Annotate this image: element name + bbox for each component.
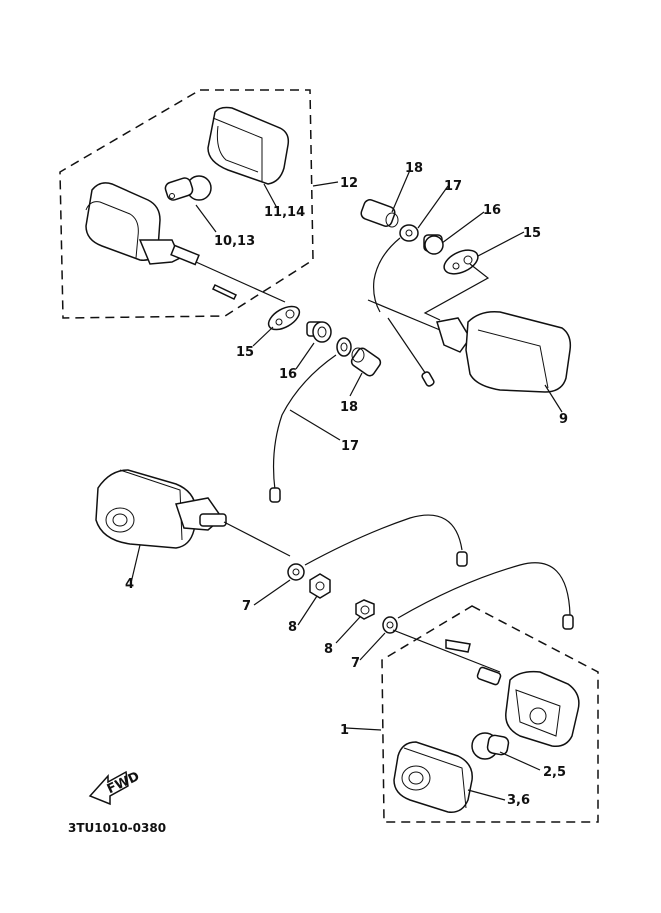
label-8-lower: 8 xyxy=(324,642,333,657)
label-3-6: 3,6 xyxy=(507,793,530,808)
label-17-left: 17 xyxy=(341,439,359,454)
wire-7-upper xyxy=(287,514,468,581)
label-1: 1 xyxy=(340,723,349,738)
cap-18-right xyxy=(360,199,399,228)
label-18-right: 18 xyxy=(405,161,423,176)
label-4: 4 xyxy=(125,577,134,592)
grommet-15-right xyxy=(443,249,479,275)
nut-8-lower xyxy=(355,599,375,620)
label-2-5: 2,5 xyxy=(543,765,566,780)
turn-signal-left-rear xyxy=(95,469,291,557)
collar-16-left xyxy=(306,321,332,343)
assembly-12-outline xyxy=(59,89,314,319)
label-17-right: 17 xyxy=(444,179,462,194)
wire-17-right xyxy=(373,224,435,387)
label-9: 9 xyxy=(559,412,568,427)
label-8-upper: 8 xyxy=(288,620,297,635)
label-11-14: 11,14 xyxy=(264,205,305,220)
lens-11-14 xyxy=(207,106,290,185)
bulb-2-5 xyxy=(471,732,510,760)
bulb-10-13 xyxy=(164,175,212,201)
label-7-lower: 7 xyxy=(351,656,360,671)
turn-signal-right-front xyxy=(367,299,572,393)
collar-16-right xyxy=(423,234,444,255)
label-7-upper: 7 xyxy=(242,599,251,614)
wire-17-left xyxy=(269,337,352,503)
wire-7-lower xyxy=(382,562,574,673)
lens-3-6 xyxy=(393,741,473,813)
label-16-left: 16 xyxy=(279,367,297,382)
label-10-13: 10,13 xyxy=(214,234,255,249)
label-12: 12 xyxy=(340,176,358,191)
grommet-15-left xyxy=(267,305,301,331)
nut-8-upper xyxy=(309,573,331,599)
label-16-right: 16 xyxy=(483,203,501,218)
turn-signal-left-front xyxy=(85,182,286,303)
label-15-right: 15 xyxy=(523,226,541,241)
diagram-code: 3TU1010-0380 xyxy=(68,821,166,835)
label-15-left: 15 xyxy=(236,345,254,360)
label-18-left: 18 xyxy=(340,400,358,415)
fwd-arrow-icon: FWD xyxy=(88,769,142,806)
turn-signal-right-rear xyxy=(445,639,580,748)
cap-18-left xyxy=(350,347,382,377)
